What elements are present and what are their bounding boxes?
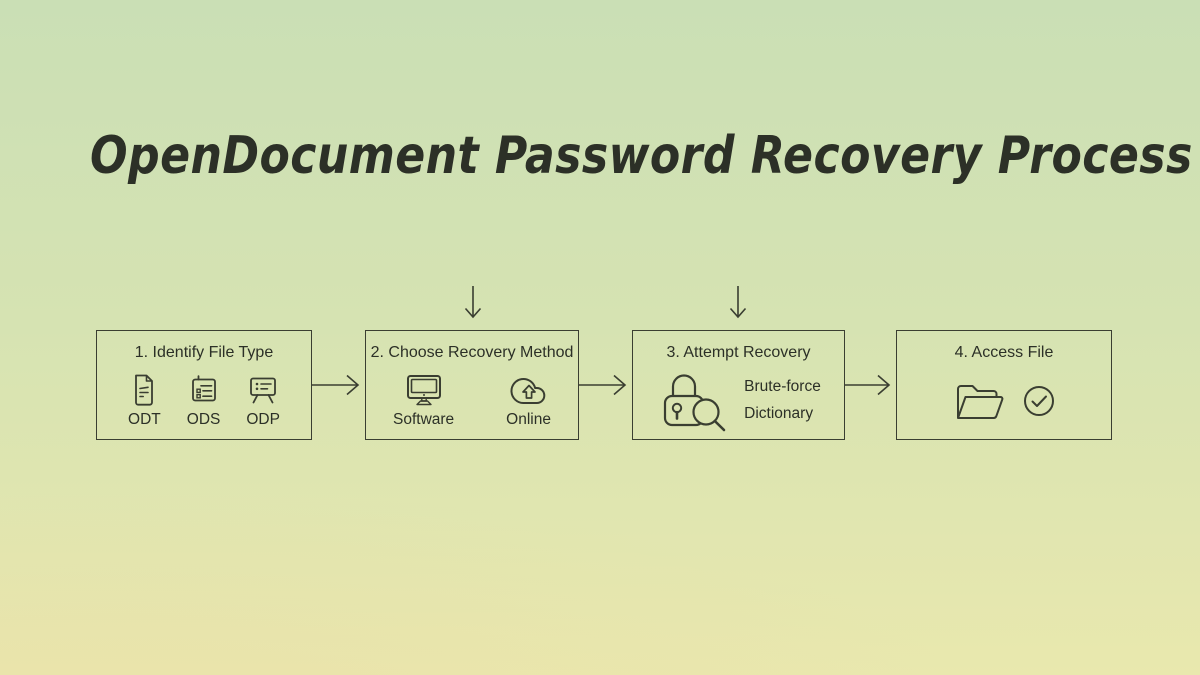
arrow-step3-to-step4 (845, 374, 891, 396)
file-type-label: ODS (186, 410, 221, 428)
step-2-items: Software Online (393, 362, 551, 439)
file-type-label: ODP (246, 410, 280, 428)
method-label: Software (393, 410, 455, 428)
attack-method: Brute-force (744, 378, 821, 395)
step-4-title: 4. Access File (954, 344, 1054, 361)
lock-magnifier-icon (664, 373, 726, 431)
step-4-items (952, 362, 1056, 439)
step-3-items: Brute-force Dictionary (656, 362, 821, 439)
step-2-box: 2. Choose Recovery Method Software Onlin… (365, 330, 579, 440)
check-circle-icon (1024, 385, 1054, 416)
method-online: Online (506, 373, 551, 429)
ods-spreadsheet-icon (191, 374, 216, 401)
method-label: Online (506, 410, 551, 428)
step-1-items: ODT ODS (128, 362, 280, 439)
online-cloud-upload-icon (510, 377, 545, 404)
step-3-title: 3. Attempt Recovery (666, 344, 811, 361)
arrow-step1-to-step2 (312, 374, 360, 396)
arrow-step2-to-step3 (579, 374, 627, 396)
down-arrow-to-step-3 (729, 286, 747, 319)
step-4-box: 4. Access File (896, 330, 1112, 440)
page-title: OpenDocument Password Recovery Process (90, 126, 1193, 186)
file-type-odp: ODP (246, 373, 280, 429)
file-type-ods: ODS (186, 373, 221, 429)
open-folder-icon (957, 384, 1004, 419)
file-type-odt: ODT (128, 373, 161, 429)
attack-method: Dictionary (744, 405, 814, 422)
software-monitor-icon (406, 374, 441, 405)
down-arrow-to-step-2 (464, 286, 482, 319)
step-2-title: 2. Choose Recovery Method (370, 344, 574, 361)
attack-methods: Brute-force Dictionary (744, 378, 821, 423)
step-1-box: 1. Identify File Type ODT (96, 330, 312, 440)
odp-presentation-icon (250, 377, 277, 403)
step-3-box: 3. Attempt Recovery Brute-force Dictiona… (632, 330, 845, 440)
odt-document-icon (135, 374, 154, 406)
method-software: Software (393, 373, 454, 429)
file-type-label: ODT (128, 410, 161, 428)
step-1-title: 1. Identify File Type (134, 344, 274, 361)
